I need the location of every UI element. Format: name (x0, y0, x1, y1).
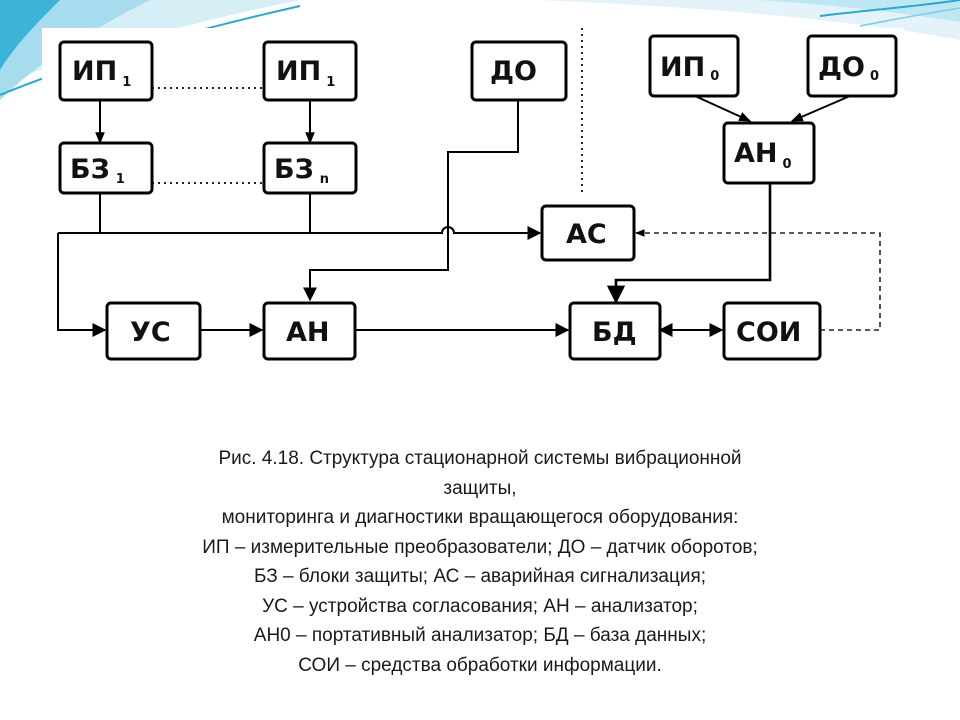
svg-text:СОИ: СОИ (736, 317, 801, 348)
caption-legend-us-an: УС – устройства согласования; АН – анали… (262, 595, 698, 617)
svg-text:АН: АН (286, 317, 330, 348)
svg-text:ДО0: ДО0 (818, 52, 879, 84)
caption-legend-ip-do: ИП – измерительные преобразователи; ДО –… (202, 536, 758, 558)
block-bd[interactable]: БД (568, 301, 662, 361)
top-right-swoosh (540, 0, 960, 40)
caption-subtitle: мониторинга и диагностики вращающегося о… (221, 507, 739, 528)
svg-text:АН0: АН0 (734, 138, 792, 172)
block-an[interactable]: АН (262, 301, 357, 361)
svg-text:УС: УС (130, 317, 171, 348)
svg-text:БЗn: БЗn (274, 154, 329, 187)
block-do[interactable]: ДО (470, 40, 568, 102)
svg-text:АС: АС (566, 219, 607, 250)
svg-text:БЗ1: БЗ1 (70, 154, 125, 187)
caption-legend-an0-bd: АН0 – портативный анализатор; БД – база … (253, 625, 707, 646)
block-soi[interactable]: СОИ (722, 301, 822, 361)
figure-caption: Рис. 4.18. Структура стационарной систем… (60, 444, 900, 680)
caption-title: Рис. 4.18. Структура стационарной систем… (218, 448, 742, 469)
svg-text:ИП1: ИП1 (72, 56, 131, 90)
caption-legend-bz-as: БЗ – блоки защиты; АС – аварийная сигнал… (253, 566, 707, 587)
connections (57, 95, 881, 337)
svg-text:БД: БД (592, 317, 637, 348)
svg-text:ДО: ДО (490, 56, 537, 87)
block-us[interactable]: УС (105, 301, 202, 361)
block-as[interactable]: АС (540, 204, 636, 262)
caption-title-cont: защиты, (443, 477, 517, 499)
svg-text:ИП1: ИП1 (276, 56, 335, 90)
svg-text:ИП0: ИП0 (660, 52, 719, 84)
caption-legend-soi: СОИ – средства обработки информации. (298, 654, 662, 676)
